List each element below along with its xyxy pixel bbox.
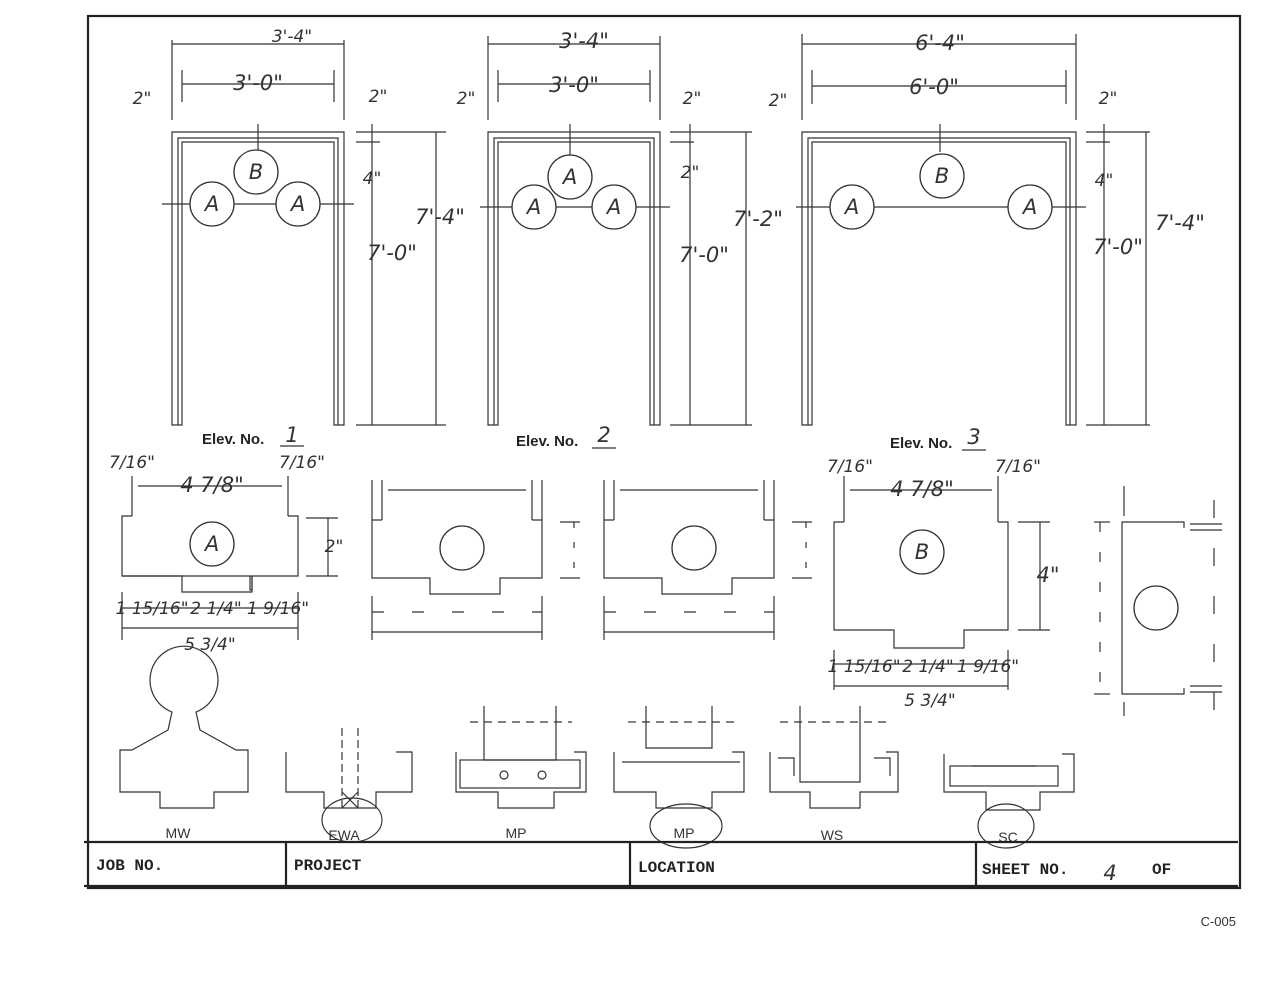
elev3-head: 4": [1095, 171, 1114, 191]
profile-mw-label: MW: [166, 825, 192, 841]
section-a: 4 7/8" 7/16" 7/16" 2" A 1 15/16" 2 1/4" …: [109, 453, 343, 655]
elev2-head: 2": [681, 163, 700, 183]
sheet-no-label: SHEET NO.: [982, 861, 1068, 879]
elev1-opening-width: 3'-0": [233, 71, 283, 95]
elev2-anchor-head: A: [561, 165, 577, 189]
section-a-soffit-right: 1 9/16": [247, 599, 309, 619]
section-a-tag: A: [203, 532, 219, 556]
project-label: PROJECT: [294, 857, 362, 875]
section-b: 4 7/8" 7/16" 7/16" 4" B 1 15/16" 2 1/4" …: [827, 457, 1060, 711]
section-b-overall: 5 3/4": [904, 691, 955, 711]
elevation-3: 6'-4" 6'-0" 2" 2" 4" 7'-0" 7'-4" A B A E…: [769, 31, 1205, 452]
sheet-no-value: 4: [1103, 861, 1116, 885]
profile-mp-1: MP: [455, 706, 587, 841]
sheet-border: [86, 14, 1242, 890]
section-a-throat: 4 7/8": [180, 473, 244, 497]
section-b-depth: 4": [1036, 563, 1059, 587]
profile-mw: MW: [119, 645, 249, 841]
section-a-return-left: 7/16": [109, 453, 155, 473]
elev2-right-face: 2": [683, 89, 702, 109]
elev1-right-face: 2": [369, 87, 388, 107]
section-a-depth: 2": [325, 537, 344, 557]
elev2-anchor-right: A: [605, 195, 621, 219]
elev3-overall-width: 6'-4": [915, 31, 965, 55]
elevation-1: 3'-4" 3'-0" 2" 2" 4" 7'-0" 7'-4" A B A E…: [133, 27, 465, 448]
elev1-left-face: 2": [133, 89, 152, 109]
section-b-tag: B: [915, 540, 929, 564]
location-label: LOCATION: [638, 859, 715, 877]
section-a-overall: 5 3/4": [184, 635, 235, 655]
elev1-anchor-left: A: [203, 192, 219, 216]
elev2-label: Elev. No.: [516, 433, 578, 450]
profile-ewa: EWA: [285, 728, 413, 843]
elev2-opening-height: 7'-0": [679, 243, 729, 267]
profile-ws-label: WS: [821, 827, 844, 843]
elev2-overall-width: 3'-4": [559, 29, 609, 53]
elev1-opening-height: 7'-0": [367, 241, 417, 265]
elev2-number: 2: [597, 423, 610, 447]
section-a-soffit-mid: 2 1/4": [190, 599, 241, 619]
elevation-2: 3'-4" 3'-0" 2" 2" 2" 7'-0" 7'-2" A A A E…: [457, 29, 783, 450]
elev1-overall-width: 3'-4": [272, 27, 312, 47]
section-b-soffit-left: 1 15/16": [827, 657, 900, 677]
section-a-return-right: 7/16": [279, 453, 325, 473]
section-blank-vertical: [1094, 486, 1222, 716]
section-b-soffit-right: 1 9/16": [957, 657, 1019, 677]
elev3-anchor-right: A: [1021, 195, 1037, 219]
elev1-head: 4": [363, 169, 382, 189]
job-no-label: JOB NO.: [96, 857, 163, 875]
elev3-label: Elev. No.: [890, 435, 952, 452]
elev1-overall-height: 7'-4": [415, 205, 465, 229]
elev3-opening-height: 7'-0": [1093, 235, 1143, 259]
section-b-return-left: 7/16": [827, 457, 873, 477]
elev1-label: Elev. No.: [202, 431, 264, 448]
elev3-right-face: 2": [1099, 89, 1118, 109]
section-blank-1: [371, 480, 580, 640]
profile-ws: WS: [769, 706, 899, 843]
elev3-opening-width: 6'-0": [909, 75, 959, 99]
drawing-code: C-005: [1201, 914, 1236, 929]
section-a-soffit-left: 1 15/16": [115, 599, 188, 619]
section-b-throat: 4 7/8": [890, 477, 954, 501]
section-blank-2: [603, 480, 812, 640]
profile-mp-2-label: MP: [674, 825, 695, 841]
elev2-anchor-left: A: [525, 195, 541, 219]
profile-ewa-label: EWA: [328, 827, 360, 843]
title-block: JOB NO. PROJECT LOCATION SHEET NO. 4 OF: [84, 840, 1238, 888]
of-label: OF: [1152, 861, 1171, 879]
profile-sc: SC: [943, 753, 1075, 849]
section-b-soffit-mid: 2 1/4": [902, 657, 953, 677]
elev1-number: 1: [285, 423, 298, 447]
section-b-return-right: 7/16": [995, 457, 1041, 477]
profile-mp-1-label: MP: [506, 825, 527, 841]
elev3-number: 3: [967, 425, 980, 449]
profile-mp-2: MP: [613, 706, 745, 849]
elev3-anchor-left: A: [843, 195, 859, 219]
elev1-anchor-right: A: [289, 192, 305, 216]
elev3-anchor-head: B: [935, 164, 949, 188]
elev3-left-face: 2": [769, 91, 788, 111]
elev2-left-face: 2": [457, 89, 476, 109]
elev2-overall-height: 7'-2": [733, 207, 783, 231]
elev1-anchor-head: B: [249, 160, 263, 184]
elev3-overall-height: 7'-4": [1155, 211, 1205, 235]
elev2-opening-width: 3'-0": [549, 73, 599, 97]
